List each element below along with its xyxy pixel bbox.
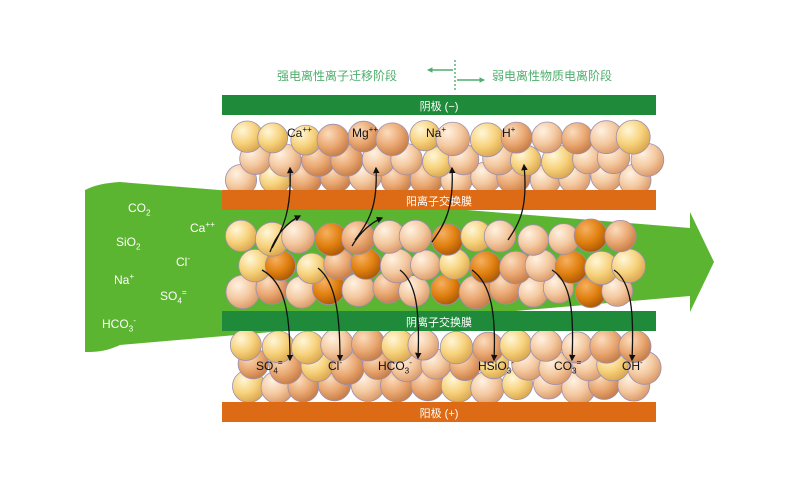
cation-migration-arrow xyxy=(271,166,294,249)
resin-bead xyxy=(517,224,549,256)
anion-migration-arrow xyxy=(613,269,636,362)
resin-bead xyxy=(615,119,651,155)
cation-resin-bed xyxy=(224,119,665,197)
resin-bead xyxy=(296,252,328,285)
resin-bead xyxy=(573,218,608,253)
resin-bead xyxy=(618,329,652,363)
ion-label: Mg++ xyxy=(352,125,378,140)
resin-bead xyxy=(410,249,441,281)
ion-migration-arrows xyxy=(261,163,636,362)
resin-bead xyxy=(439,330,474,365)
resin-bead xyxy=(407,328,440,361)
anion-resin-bed xyxy=(229,327,662,406)
anion-ions: SO4= Cl- HCO3- HSiO3- CO3= OH- xyxy=(256,358,643,376)
anode-label: 阳极 (+) xyxy=(420,406,459,420)
ion-label: Cl- xyxy=(176,254,190,269)
ion-label: H+ xyxy=(502,125,516,140)
ion-label: OH- xyxy=(622,358,643,373)
cathode-label: 阴极 (−) xyxy=(420,99,459,113)
ion-label: HSiO3- xyxy=(478,358,514,376)
ion-label: HCO3- xyxy=(378,358,412,376)
resin-bead xyxy=(469,250,503,284)
cation-membrane-label: 阳离子交换膜 xyxy=(406,194,472,208)
resin-bead xyxy=(225,219,258,252)
ion-label: HCO3- xyxy=(102,316,136,334)
resin-bead xyxy=(435,121,470,157)
stage-legend: 强电离性离子迁移阶段 弱电离性物质电离阶段 xyxy=(277,60,612,90)
resin-bead xyxy=(375,122,410,157)
cation-migration-arrow xyxy=(431,166,456,243)
resin-bead xyxy=(290,330,325,365)
anion-migration-arrow xyxy=(399,269,422,360)
anion-membrane-bar xyxy=(222,311,656,331)
ion-label: SiO2 xyxy=(116,235,141,252)
resin-bead xyxy=(483,219,517,253)
ion-label: Cl- xyxy=(328,358,342,373)
resin-bead xyxy=(561,122,594,155)
resin-bead xyxy=(469,122,505,158)
anion-migration-arrow xyxy=(317,267,344,362)
ion-label: Ca++ xyxy=(190,220,215,235)
resin-bead xyxy=(499,328,533,362)
anion-membrane-label: 阴离子交换膜 xyxy=(406,315,472,329)
weak-stage-label: 弱电离性物质电离阶段 xyxy=(492,68,612,83)
cation-migration-arrow xyxy=(354,166,380,241)
ion-label: CO3= xyxy=(554,358,582,376)
resin-bead xyxy=(379,248,415,284)
resin-bead xyxy=(604,220,637,253)
ion-label: Na+ xyxy=(426,125,446,140)
resin-bead xyxy=(257,122,289,154)
resin-bead xyxy=(554,250,589,284)
cation-migration-arrow xyxy=(351,216,384,247)
resin-bead xyxy=(531,121,564,154)
ion-label: Na+ xyxy=(114,272,134,287)
resin-bead xyxy=(320,328,354,362)
cation-migration-arrow xyxy=(507,163,528,241)
cation-membrane-bar xyxy=(222,190,656,210)
mixed-resin-bed xyxy=(225,218,646,310)
anion-migration-arrow xyxy=(471,269,498,362)
ion-label: Ca++ xyxy=(287,125,312,140)
strong-stage-label: 强电离性离子迁移阶段 xyxy=(277,68,397,83)
anion-migration-arrow xyxy=(261,269,294,362)
resin-bead xyxy=(529,328,563,362)
anode-bar xyxy=(222,402,656,422)
anion-migration-arrow xyxy=(551,269,576,362)
cation-ions: Ca++ Mg++ Na+ H+ xyxy=(287,125,516,140)
ion-label: SO4= xyxy=(256,358,283,376)
cation-migration-arrow xyxy=(269,215,302,253)
resin-bead xyxy=(229,329,262,361)
ion-label: CO2 xyxy=(128,201,151,218)
resin-bead xyxy=(431,223,464,256)
cathode-bar xyxy=(222,95,656,115)
resin-bead xyxy=(316,123,350,157)
resin-bead xyxy=(398,219,432,253)
resin-bead xyxy=(611,248,646,284)
resin-bead xyxy=(351,327,386,362)
ion-label: SO4= xyxy=(160,288,187,306)
